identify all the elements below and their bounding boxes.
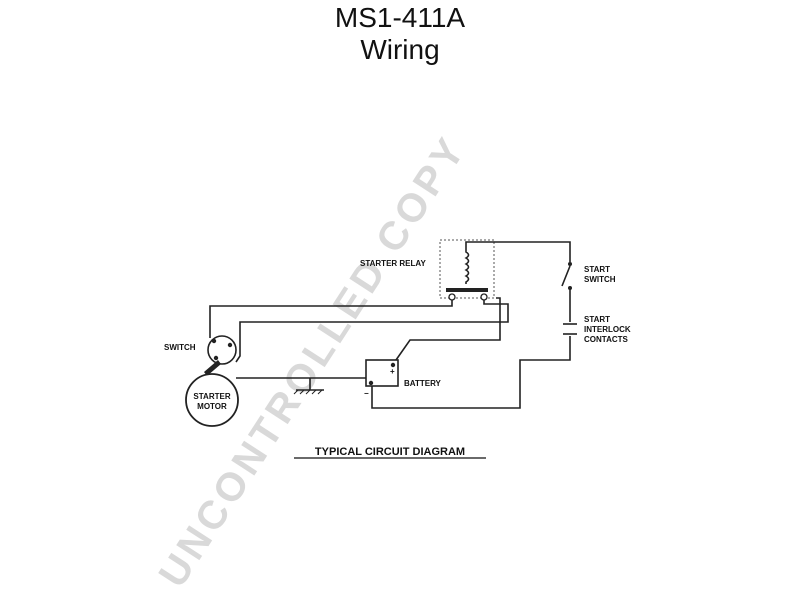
battery-label: BATTERY	[404, 379, 442, 388]
starter-motor	[185, 373, 239, 427]
starter-motor-label-1: STARTER	[193, 392, 230, 401]
relay-coil	[464, 248, 470, 284]
diagram-caption: TYPICAL CIRCUIT DIAGRAM	[315, 446, 465, 458]
start-switch-label-2: SWITCH	[584, 275, 616, 284]
start-switch-label-1: START	[584, 265, 610, 274]
switch-lever	[204, 360, 221, 376]
battery-minus-label: −	[364, 389, 369, 398]
battery-plus-label: +	[390, 367, 395, 376]
battery-terminal-neg	[368, 380, 374, 386]
starter-relay-label: STARTER RELAY	[360, 259, 426, 268]
interlock-to-battery-wire	[371, 336, 571, 409]
watermark: UNCONTROLLED COPY	[151, 128, 475, 595]
interlock-label-1: START	[584, 315, 610, 324]
relay-right-wire	[239, 300, 509, 346]
switch-label: SWITCH	[164, 343, 196, 352]
battery-terminal-pos	[390, 362, 396, 368]
interlock-label-3: CONTACTS	[584, 335, 629, 344]
relay-to-switch-wire	[209, 300, 453, 338]
switch-terminal-2	[227, 342, 233, 348]
relay-terminal-left	[448, 293, 456, 301]
relay-coil-to-battery-wire	[395, 297, 501, 361]
switch-terminal-1	[211, 338, 217, 344]
switch-terminal-3	[213, 355, 219, 361]
page-subtitle: Wiring	[360, 34, 440, 65]
starter-motor-label-2: MOTOR	[197, 402, 227, 411]
relay-to-start-switch-wire	[465, 241, 571, 262]
switch-to-motor-wire	[235, 346, 241, 363]
relay-contact-bar	[446, 288, 488, 292]
start-switch-contact	[561, 265, 571, 287]
ground-hatch	[293, 389, 323, 395]
relay-terminal-right	[480, 293, 488, 301]
interlock-label-2: INTERLOCK	[584, 325, 631, 334]
start-switch-terminal-a	[568, 262, 572, 266]
page-title: MS1-411A	[334, 2, 466, 33]
